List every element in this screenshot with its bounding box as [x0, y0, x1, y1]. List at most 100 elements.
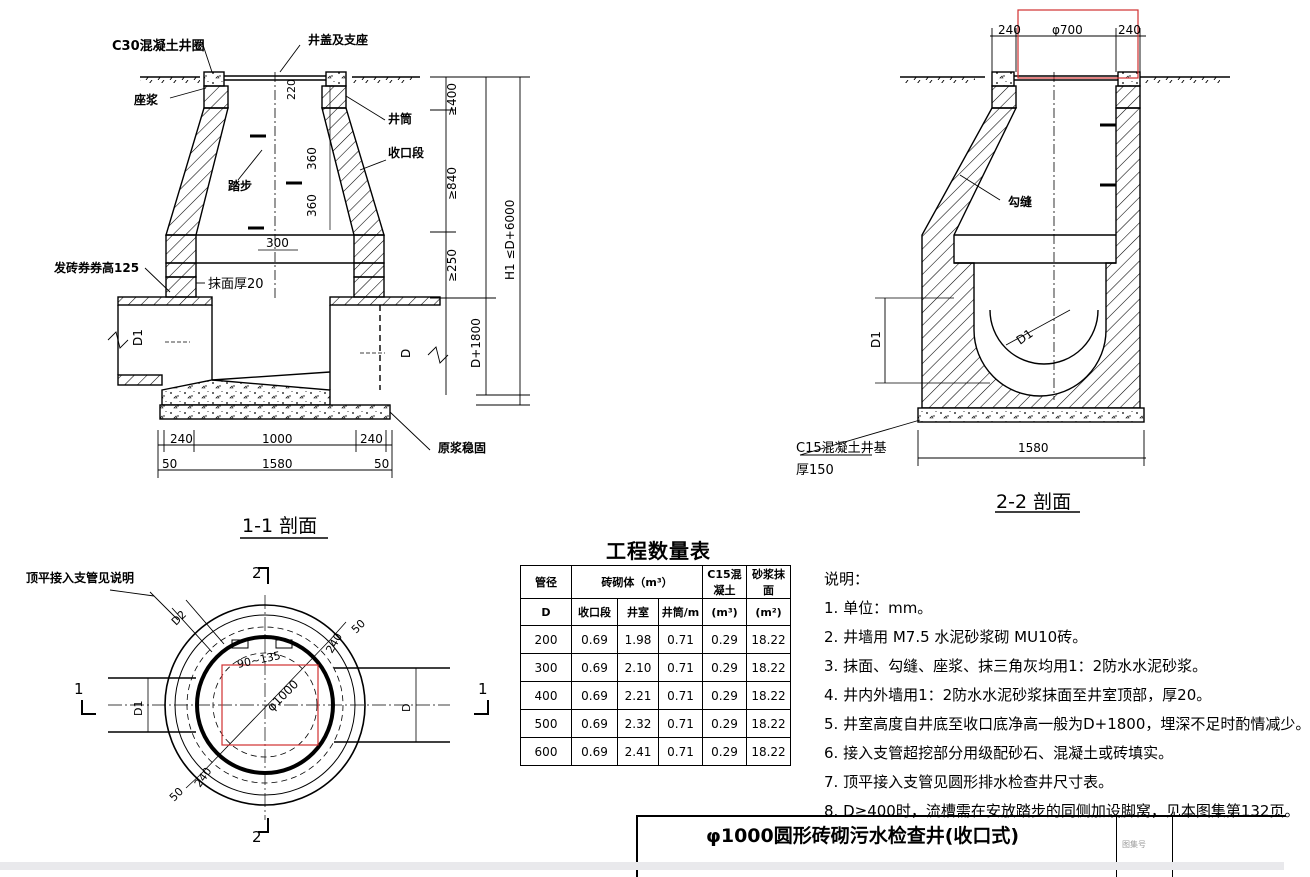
- label-pointing: 勾缝: [1008, 194, 1032, 209]
- dim-400: ≥400: [445, 83, 459, 116]
- section-marker-1-right: 1: [478, 680, 488, 698]
- dim-250: ≥250: [445, 249, 459, 282]
- title-section-2-2: 2-2 剖面: [996, 491, 1071, 513]
- cell-dia: 400: [520, 681, 572, 710]
- cell-collar: 0.69: [571, 681, 618, 710]
- cell-shaft: 0.71: [658, 709, 703, 738]
- dim-b50b: 50: [374, 457, 389, 471]
- label-collar: 收口段: [388, 145, 425, 160]
- dim-300: 300: [266, 236, 289, 250]
- dim-b1580: 1580: [262, 457, 293, 471]
- th-chamber: 井室: [617, 598, 659, 626]
- notes-panel: 说明： 1. 单位：mm。 2. 井墙用 M7.5 水泥砂浆砌 MU10砖。 3…: [824, 565, 1310, 826]
- dim-220: 220: [285, 79, 298, 100]
- th-mortar: 砂浆抹面: [746, 565, 791, 599]
- section-marker-1-left: 1: [74, 680, 84, 698]
- label-c30-ring: C30混凝土井圈: [112, 38, 205, 54]
- table-row: 500 0.69 2.32 0.71 0.29 18.22: [520, 709, 791, 738]
- dim-s-d1: D1: [869, 331, 883, 348]
- title-block-small-label: 图集号: [1122, 840, 1146, 849]
- cell-c15: 0.29: [702, 625, 747, 654]
- cell-c15: 0.29: [702, 653, 747, 682]
- th-c15: C15混凝土: [702, 565, 747, 599]
- cell-c15: 0.29: [702, 681, 747, 710]
- label-branch-note: 顶平接入支管见说明: [26, 570, 134, 585]
- dim-p-d: D: [400, 704, 413, 712]
- cell-mortar: 18.22: [746, 681, 791, 710]
- cell-dia: 500: [520, 709, 572, 738]
- cell-collar: 0.69: [571, 625, 618, 654]
- cell-dia: 300: [520, 653, 572, 682]
- dim-d1800: D+1800: [469, 318, 483, 368]
- th-dia: 管径: [520, 565, 572, 599]
- dim-p-50b: 50: [167, 785, 186, 804]
- cell-chamber: 1.98: [617, 625, 659, 654]
- cell-shaft: 0.71: [658, 681, 703, 710]
- label-steps: 踏步: [228, 178, 252, 193]
- dim-s1580: 1580: [1018, 441, 1049, 455]
- cell-c15: 0.29: [702, 709, 747, 738]
- th-mortar-unit: (m²): [746, 598, 791, 626]
- cell-mortar: 18.22: [746, 653, 791, 682]
- dim-p-angle: 90~135: [236, 649, 282, 671]
- label-c15-base: C15混凝土井基: [796, 440, 887, 456]
- dim-d-right: D: [399, 349, 413, 358]
- dim-p-d1: D1: [132, 701, 145, 716]
- label-plaster: 抹面厚20: [208, 277, 264, 292]
- cell-chamber: 2.21: [617, 681, 659, 710]
- cell-chamber: 2.10: [617, 653, 659, 682]
- dim-b240b: 240: [360, 432, 383, 446]
- table-title: 工程数量表: [606, 539, 711, 563]
- dim-d1-left: D1: [131, 329, 145, 346]
- th-c15-unit: (m³): [702, 598, 747, 626]
- label-shaft: 井筒: [388, 111, 412, 126]
- note-item: 4. 井内外墙用1：2防水水泥砂浆抹面至井室顶部，厚20。: [824, 686, 1212, 704]
- plan-view: [81, 567, 489, 833]
- note-item: 7. 顶平接入支管见圆形排水检查井尺寸表。: [824, 773, 1114, 791]
- cell-mortar: 18.22: [746, 709, 791, 738]
- dim-b240a: 240: [170, 432, 193, 446]
- dim-p-d2: D2: [169, 608, 189, 628]
- dim-b50a: 50: [162, 457, 177, 471]
- label-mortar-seat: 座浆: [133, 92, 159, 107]
- cell-shaft: 0.71: [658, 653, 703, 682]
- title-block-divider: [1172, 817, 1173, 877]
- section-1-1: [107, 41, 530, 539]
- cell-mortar: 18.22: [746, 737, 791, 766]
- section-2-2: [799, 9, 1230, 513]
- cell-collar: 0.69: [571, 709, 618, 738]
- section-marker-2-bottom: 2: [252, 828, 262, 846]
- title-block: φ1000圆形砖砌污水检查井(收口式) 图集号: [636, 815, 1286, 877]
- table-row: 200 0.69 1.98 0.71 0.29 18.22: [520, 625, 791, 654]
- cell-collar: 0.69: [571, 737, 618, 766]
- th-d: D: [520, 598, 572, 626]
- title-section-1-1: 1-1 剖面: [242, 515, 317, 537]
- cell-mortar: 18.22: [746, 625, 791, 654]
- title-block-divider: [1116, 817, 1117, 877]
- cell-chamber: 2.41: [617, 737, 659, 766]
- note-item: 2. 井墙用 M7.5 水泥砂浆砌 MU10砖。: [824, 628, 1088, 646]
- note-item: 1. 单位：mm。: [824, 599, 933, 617]
- th-shaft: 井筒/m: [658, 598, 703, 626]
- dim-p-phi: φ1000: [264, 677, 301, 714]
- section-marker-2-top: 2: [252, 564, 262, 582]
- dim-t700: φ700: [1052, 23, 1083, 37]
- th-collar: 收口段: [571, 598, 618, 626]
- cell-shaft: 0.71: [658, 737, 703, 766]
- dim-h1: H1 ≤D+6000: [503, 200, 517, 280]
- quantity-table: 管径 砖砌体（m³） C15混凝土 砂浆抹面 D 收口段 井室 井筒/m (m³…: [520, 565, 791, 766]
- dim-360b: 360: [305, 194, 319, 217]
- cell-chamber: 2.32: [617, 709, 659, 738]
- label-base-thick: 厚150: [796, 463, 834, 478]
- notes-heading: 说明：: [824, 570, 870, 588]
- label-cover-seat: 井盖及支座: [308, 32, 368, 47]
- dim-p-240a: 240: [323, 631, 345, 656]
- table-row: 400 0.69 2.21 0.71 0.29 18.22: [520, 681, 791, 710]
- dim-p-50a: 50: [349, 617, 368, 636]
- bottom-bar: [0, 862, 1284, 870]
- note-item: 3. 抹面、勾缝、座浆、抹三角灰均用1：2防水水泥砂浆。: [824, 657, 1208, 675]
- dim-t240b: 240: [1118, 23, 1141, 37]
- cell-dia: 600: [520, 737, 572, 766]
- cell-dia: 200: [520, 625, 572, 654]
- label-slurry: 原浆稳固: [438, 440, 486, 455]
